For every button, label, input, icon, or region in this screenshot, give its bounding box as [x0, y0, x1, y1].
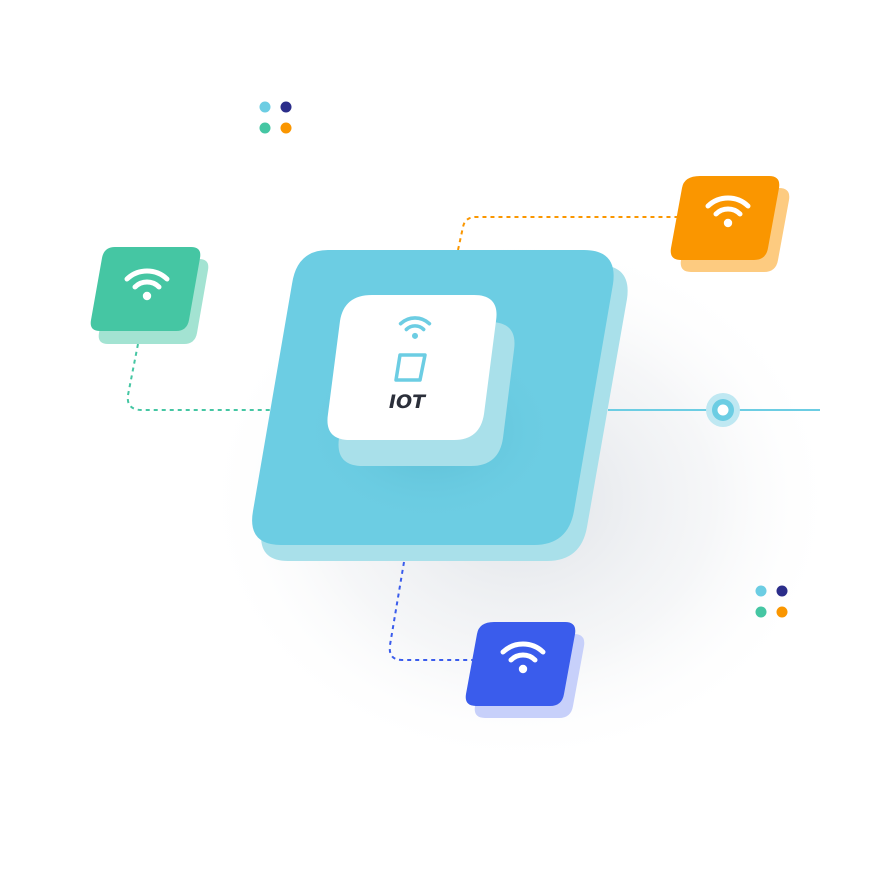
connector-blue — [388, 561, 478, 661]
accent-dots-right — [755, 585, 788, 618]
connector-orange — [457, 216, 686, 251]
connector-green — [126, 343, 272, 411]
node-green — [90, 247, 209, 344]
chip-icon — [394, 353, 427, 382]
accent-dots-top — [259, 101, 292, 134]
iot-label: IOT — [389, 391, 427, 413]
iot-device: IOT — [327, 295, 515, 466]
node-orange — [670, 176, 790, 272]
device-wifi-icon — [398, 316, 432, 339]
connector-node-ring — [706, 393, 740, 427]
node-blue — [465, 622, 585, 718]
